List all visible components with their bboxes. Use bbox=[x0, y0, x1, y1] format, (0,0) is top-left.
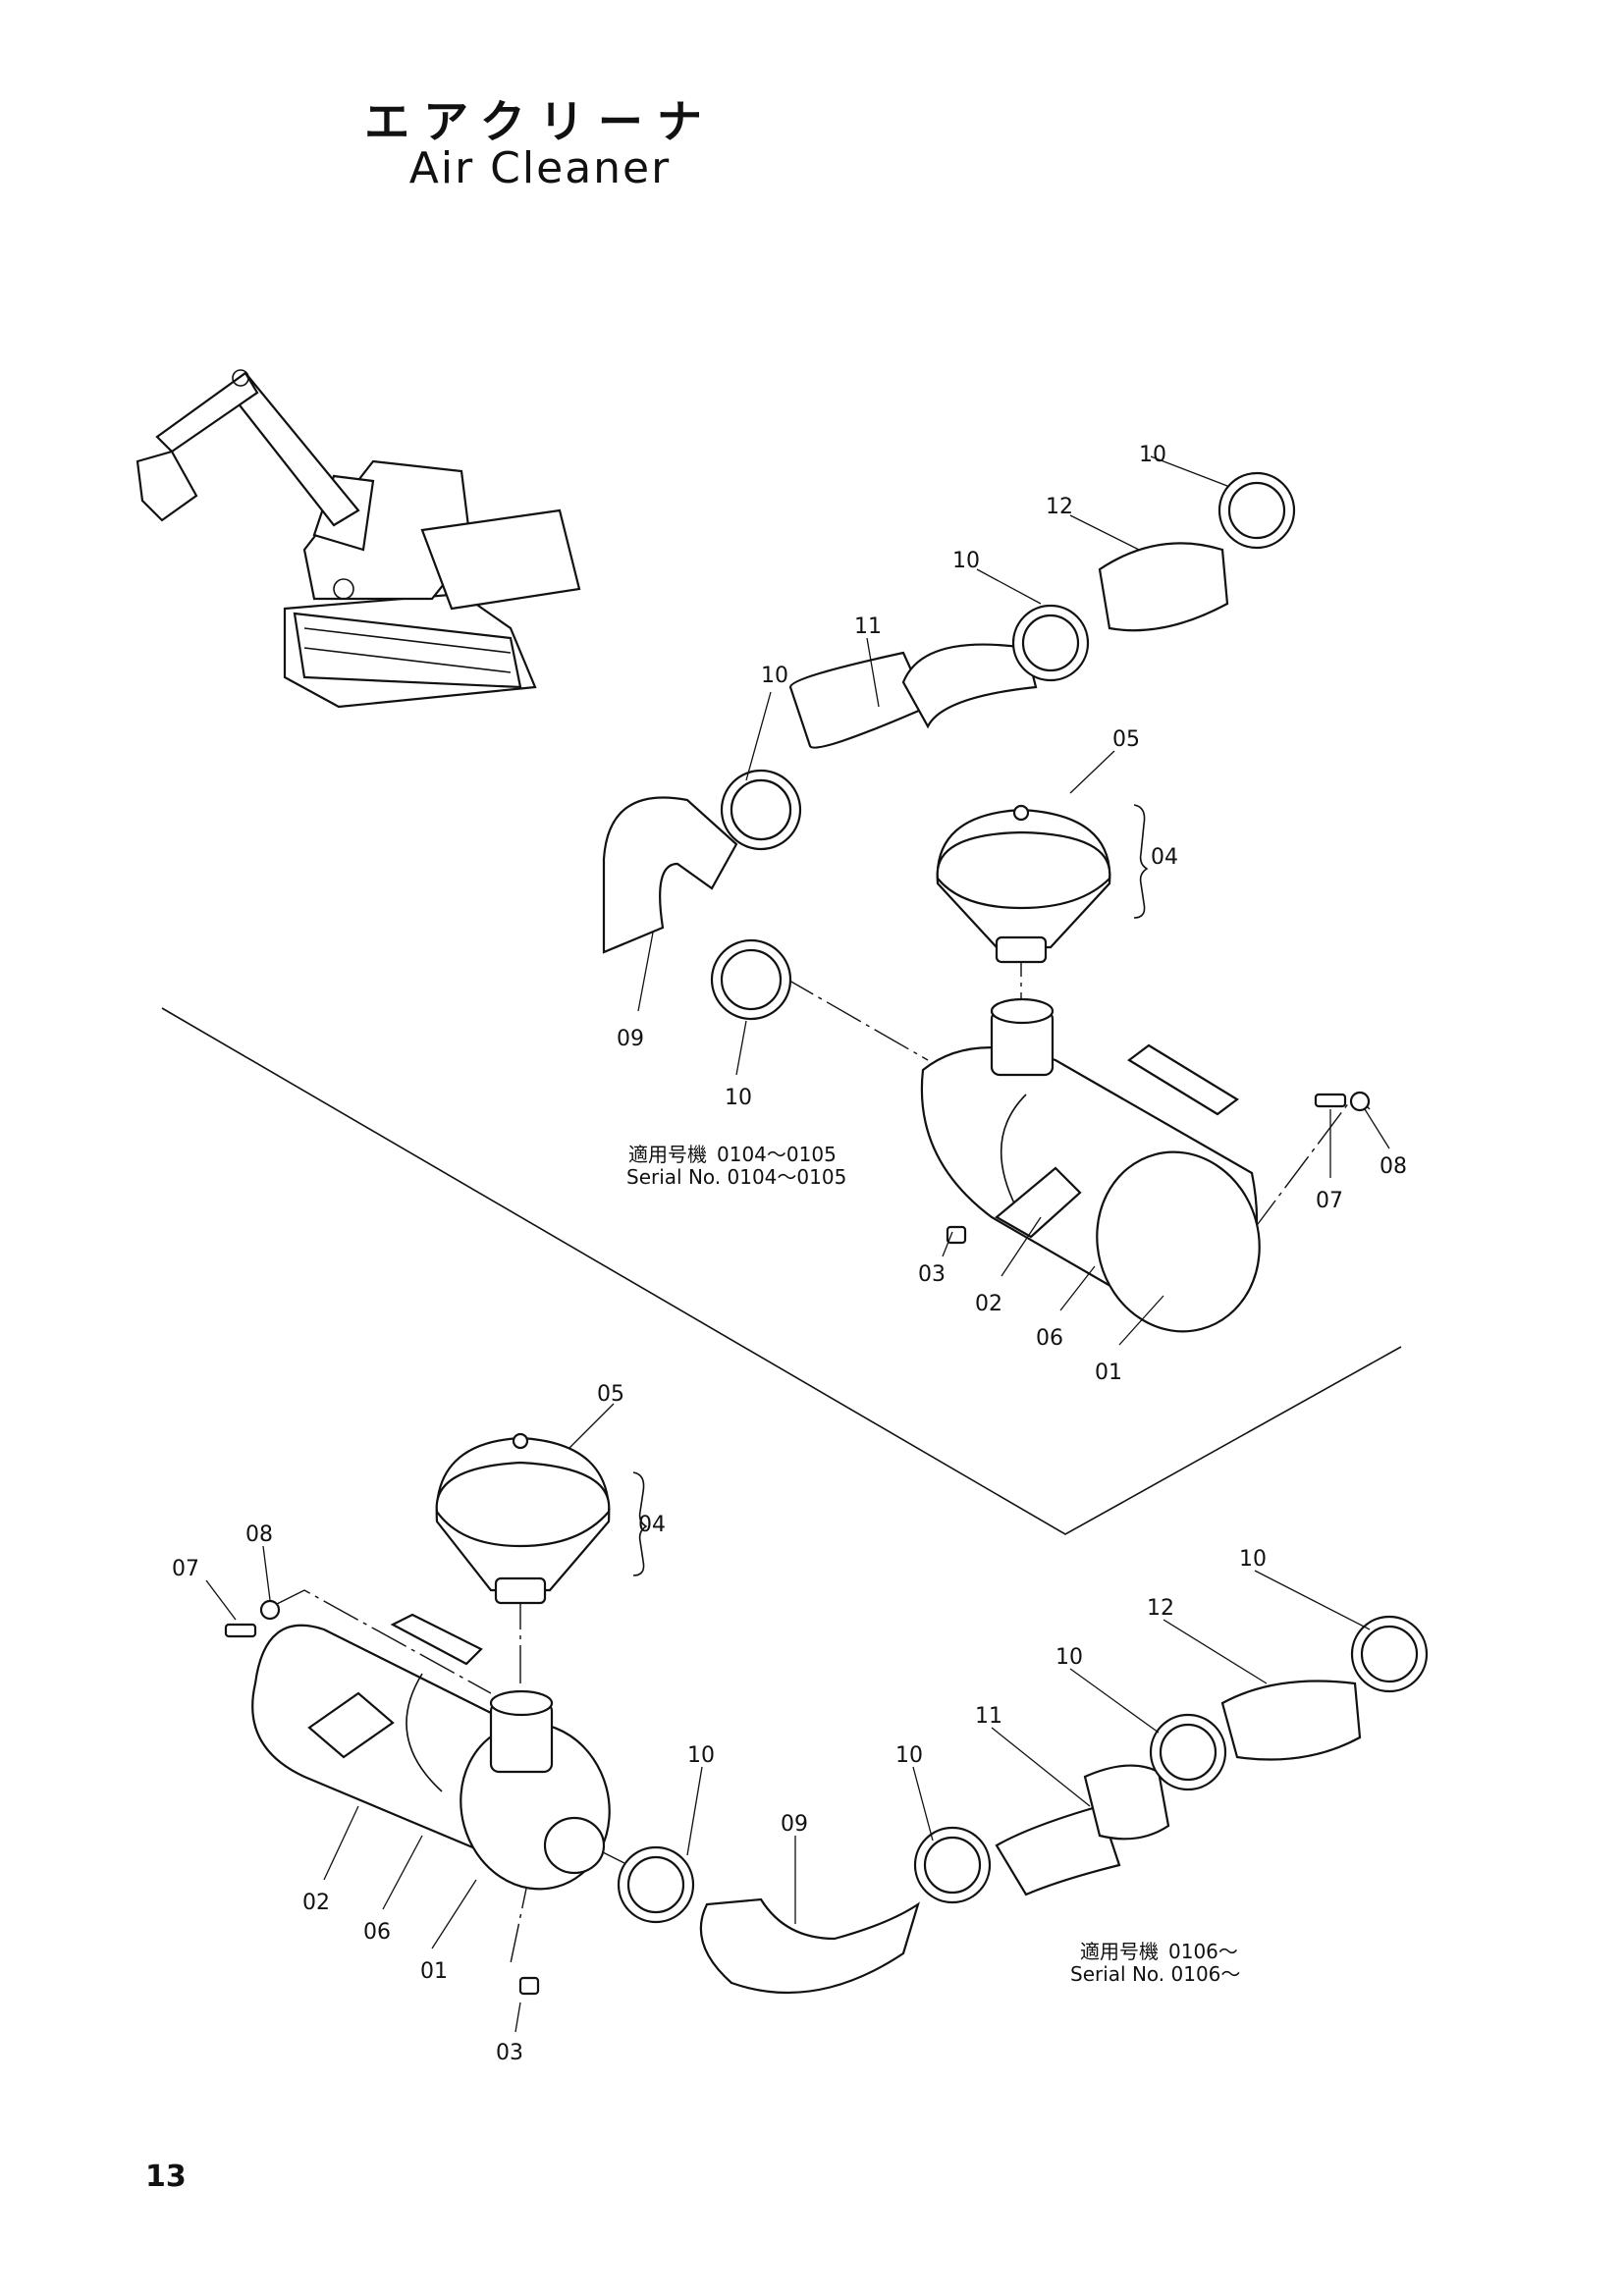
upper-label-02: 02 bbox=[975, 1292, 1002, 1316]
upper-label-10d: 10 bbox=[725, 1086, 752, 1110]
lower-label-01: 01 bbox=[420, 1959, 448, 1984]
lower-serial-jp-prefix: 適用号機 bbox=[1080, 1940, 1159, 1963]
upper-label-04: 04 bbox=[1151, 845, 1178, 870]
lower-label-12: 12 bbox=[1147, 1596, 1174, 1621]
lower-label-06: 06 bbox=[363, 1920, 391, 1945]
lower-label-10c: 10 bbox=[1055, 1645, 1083, 1670]
upper-label-07: 07 bbox=[1316, 1189, 1343, 1213]
lower-label-10d: 10 bbox=[1239, 1547, 1267, 1572]
lower-assembly: 05 04 08 07 10 09 10 11 10 12 10 02 06 0… bbox=[172, 1382, 1429, 2065]
lower-label-03: 03 bbox=[496, 2041, 523, 2065]
lower-label-08: 08 bbox=[245, 1522, 273, 1547]
upper-label-10b: 10 bbox=[952, 549, 980, 573]
upper-label-11: 11 bbox=[854, 614, 882, 639]
lower-serial-en: Serial No. 0106～ bbox=[1070, 1962, 1240, 1986]
section-divider bbox=[161, 1007, 1402, 1535]
excavator-illustration bbox=[135, 369, 581, 709]
lower-label-05: 05 bbox=[597, 1382, 624, 1407]
lower-label-04: 04 bbox=[638, 1513, 666, 1537]
upper-serial-jp-range: 0104～0105 bbox=[717, 1143, 837, 1166]
upper-label-12: 12 bbox=[1046, 495, 1073, 519]
lower-label-10b: 10 bbox=[895, 1743, 923, 1768]
upper-serial-jp-prefix: 適用号機 bbox=[628, 1143, 707, 1166]
upper-serial-note: 適用号機 0104～0105 Serial No. 0104～0105 bbox=[626, 1143, 846, 1189]
lower-label-10a: 10 bbox=[687, 1743, 715, 1768]
page-title-jp: エアクリーナ bbox=[364, 95, 716, 148]
lower-label-02: 02 bbox=[302, 1891, 330, 1915]
lower-label-09: 09 bbox=[781, 1812, 808, 1837]
upper-label-08: 08 bbox=[1380, 1154, 1407, 1179]
lower-label-11: 11 bbox=[975, 1704, 1002, 1729]
upper-label-09: 09 bbox=[617, 1027, 644, 1051]
lower-serial-note: 適用号機 0106～ Serial No. 0106～ bbox=[1070, 1940, 1240, 1986]
page-title-en: Air Cleaner bbox=[408, 143, 672, 193]
upper-assembly: 10 12 10 11 10 05 04 09 10 03 02 06 01 0… bbox=[602, 443, 1407, 1385]
upper-serial-en: Serial No. 0104～0105 bbox=[626, 1165, 846, 1189]
lower-serial-jp-range: 0106～ bbox=[1168, 1940, 1238, 1963]
upper-label-05: 05 bbox=[1112, 727, 1140, 752]
lower-label-07: 07 bbox=[172, 1557, 199, 1581]
upper-label-10a: 10 bbox=[1139, 443, 1166, 467]
page-number: 13 bbox=[145, 2160, 187, 2194]
upper-label-01: 01 bbox=[1095, 1361, 1122, 1385]
upper-label-10c: 10 bbox=[761, 664, 788, 688]
upper-label-03: 03 bbox=[918, 1262, 946, 1287]
upper-label-06: 06 bbox=[1036, 1326, 1063, 1351]
